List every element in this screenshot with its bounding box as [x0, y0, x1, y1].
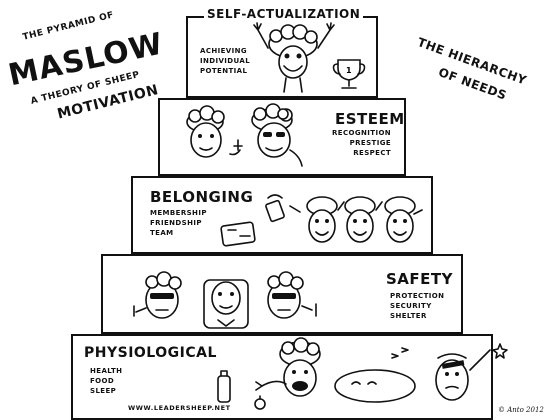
esteem-sheep-left — [186, 105, 243, 158]
esteem-title: ESTEEM — [335, 110, 405, 128]
item-respect: RESPECT — [353, 149, 392, 158]
bandaged-sheep — [435, 349, 491, 401]
belonging-title: BELONGING — [150, 188, 254, 206]
item-protection: PROTECTION — [390, 292, 445, 300]
item-sleep: SLEEP — [90, 387, 117, 396]
eating-sheep — [255, 337, 321, 397]
safety-guard-left — [133, 271, 182, 319]
safety-items: PROTECTION SECURITY SHELTER — [390, 291, 444, 321]
item-achieving: ACHIEVING — [200, 47, 248, 55]
trophy-icon — [332, 59, 366, 89]
belonging-sheep-group — [289, 196, 423, 243]
safety-guard-right — [267, 271, 317, 319]
safety-boss-sheep — [203, 279, 249, 329]
water-bottle-icon — [217, 370, 231, 403]
physiological-title: PHYSIOLOGICAL — [84, 345, 217, 361]
self-actualization-items: ACHIEVING INDIVIDUAL POTENTIAL — [200, 46, 250, 76]
item-prestige: PRESTIGE — [349, 139, 392, 148]
website-label: WWW.LEADERSHEEP.NET — [128, 404, 231, 412]
item-health: HEALTH — [90, 367, 123, 375]
item-potential: POTENTIAL — [200, 67, 248, 76]
signature: © Anto 2012 — [498, 406, 544, 414]
item-individual: INDIVIDUAL — [200, 57, 251, 66]
item-friendship: FRIENDSHIP — [150, 219, 202, 228]
apple-icon — [254, 395, 266, 410]
sleeping-sheep — [334, 347, 416, 403]
safety-title: SAFETY — [386, 270, 453, 288]
item-recognition: RECOGNITION — [332, 129, 392, 137]
self-actualization-title: SELF-ACTUALIZATION — [204, 7, 364, 21]
item-shelter: SHELTER — [390, 312, 427, 321]
badge-icon — [277, 108, 289, 120]
phone-illustration — [220, 221, 256, 247]
beer-mug-icon — [265, 194, 285, 223]
tier-physiological — [71, 334, 493, 420]
item-food: FOOD — [90, 377, 115, 386]
item-membership: MEMBERSHIP — [150, 209, 207, 217]
trophy-number: 1 — [346, 66, 352, 75]
star-icon — [492, 343, 508, 359]
cheering-sheep-illustration — [253, 22, 335, 93]
esteem-sheep-right — [251, 103, 303, 167]
belonging-items: MEMBERSHIP FRIENDSHIP TEAM — [150, 208, 207, 238]
item-team: TEAM — [150, 229, 174, 238]
esteem-items: RECOGNITION PRESTIGE RESPECT — [332, 128, 391, 158]
item-security: SECURITY — [390, 302, 432, 311]
physiological-items: HEALTH FOOD SLEEP — [90, 366, 122, 396]
